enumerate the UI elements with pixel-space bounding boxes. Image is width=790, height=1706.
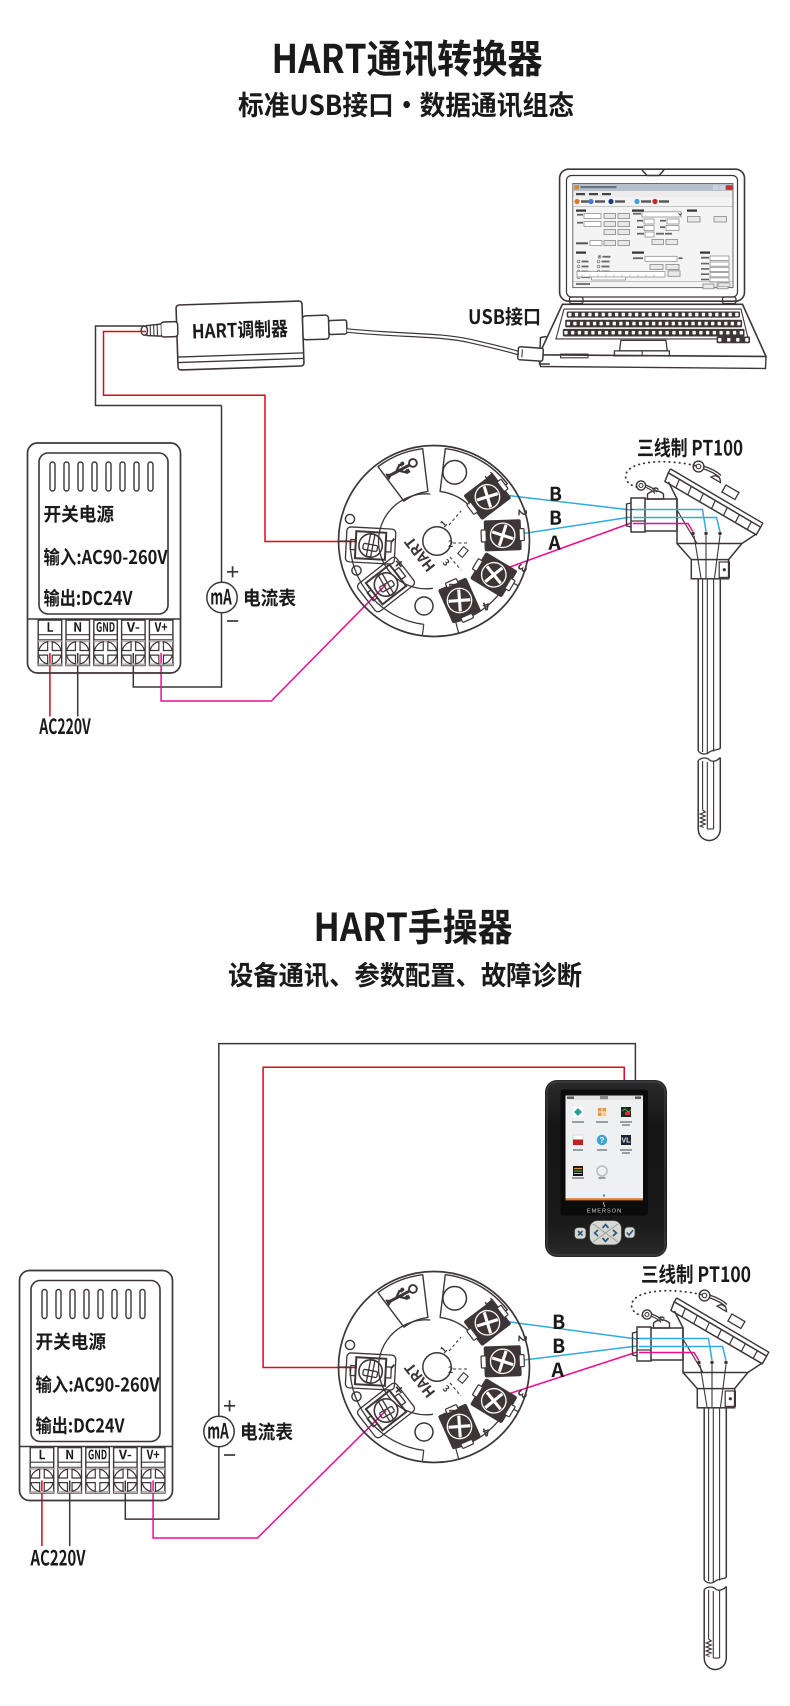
svg-text:?: ? — [600, 1136, 605, 1145]
svg-text:VL: VL — [622, 1138, 632, 1145]
svg-text:EMERSON: EMERSON — [587, 1209, 622, 1215]
